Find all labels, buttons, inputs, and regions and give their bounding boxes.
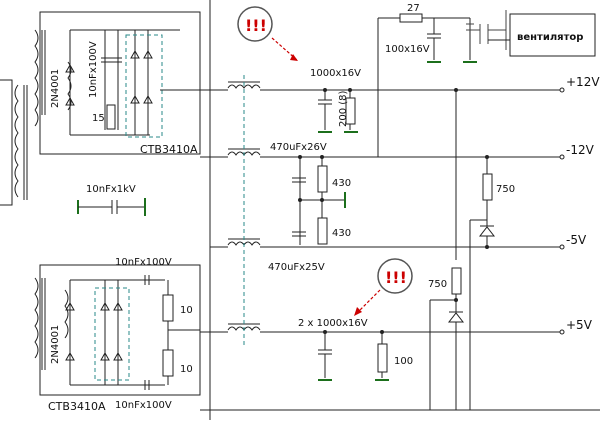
label-res-200: 200 (8) (338, 90, 349, 127)
label-res-750b: 750 (428, 279, 447, 290)
label-10nf-100v-bottom1: 10nFx100V (115, 257, 172, 268)
label-rail-m5: -5V (566, 233, 587, 247)
output-chokes (227, 75, 261, 345)
label-10nf-100v-bottom2: 10nFx100V (115, 400, 172, 411)
label-res-27: 27 (407, 3, 420, 14)
label-ctb-top: CTB3410A (140, 143, 198, 156)
label-470-25v: 470uFx25V (268, 262, 325, 273)
label-1000x16v: 1000x16V (310, 68, 361, 79)
label-100x16v: 100x16V (385, 44, 430, 55)
label-2n4001-top: 2N4001 (50, 69, 61, 108)
label-rail-p12: +12V (566, 75, 600, 89)
label-2n4001-bottom: 2N4001 (50, 325, 61, 364)
rails (200, 0, 600, 420)
label-res-10a: 10 (180, 305, 193, 316)
label-res-430b: 430 (332, 228, 351, 239)
label-10nf-100v-top: 10nFx100V (88, 41, 99, 98)
fan-circuit (377, 10, 596, 157)
warning-badge-top: !!! (237, 6, 298, 61)
warning-badge-bottom: !!! (354, 258, 413, 316)
label-fan: вентилятор (517, 32, 583, 43)
label-rail-p5: +5V (566, 318, 593, 332)
p12-filter (318, 88, 358, 133)
warning-text-bottom: !!! (385, 268, 407, 287)
label-2x1000: 2 x 1000x16V (298, 318, 368, 329)
label-res-750a: 750 (496, 184, 515, 195)
top-rectifier-block (34, 11, 201, 155)
main-transformer (0, 79, 28, 206)
label-res-100: 100 (394, 356, 413, 367)
right-network (429, 88, 496, 410)
label-res-15: 15 (92, 113, 105, 124)
label-res-10b: 10 (180, 364, 193, 375)
label-ctb-bottom: CTB3410A (48, 400, 106, 413)
neg-filter (292, 155, 346, 245)
bottom-rectifier-block (34, 264, 201, 396)
cap-10nf-1kv (77, 198, 146, 216)
label-res-430a: 430 (332, 178, 351, 189)
p5-filter (318, 330, 389, 381)
label-rail-m12: -12V (566, 143, 595, 157)
warning-text-top: !!! (245, 16, 267, 35)
label-10nf-1kv: 10nFx1kV (86, 184, 136, 195)
label-470-26v: 470uFx26V (270, 142, 327, 153)
